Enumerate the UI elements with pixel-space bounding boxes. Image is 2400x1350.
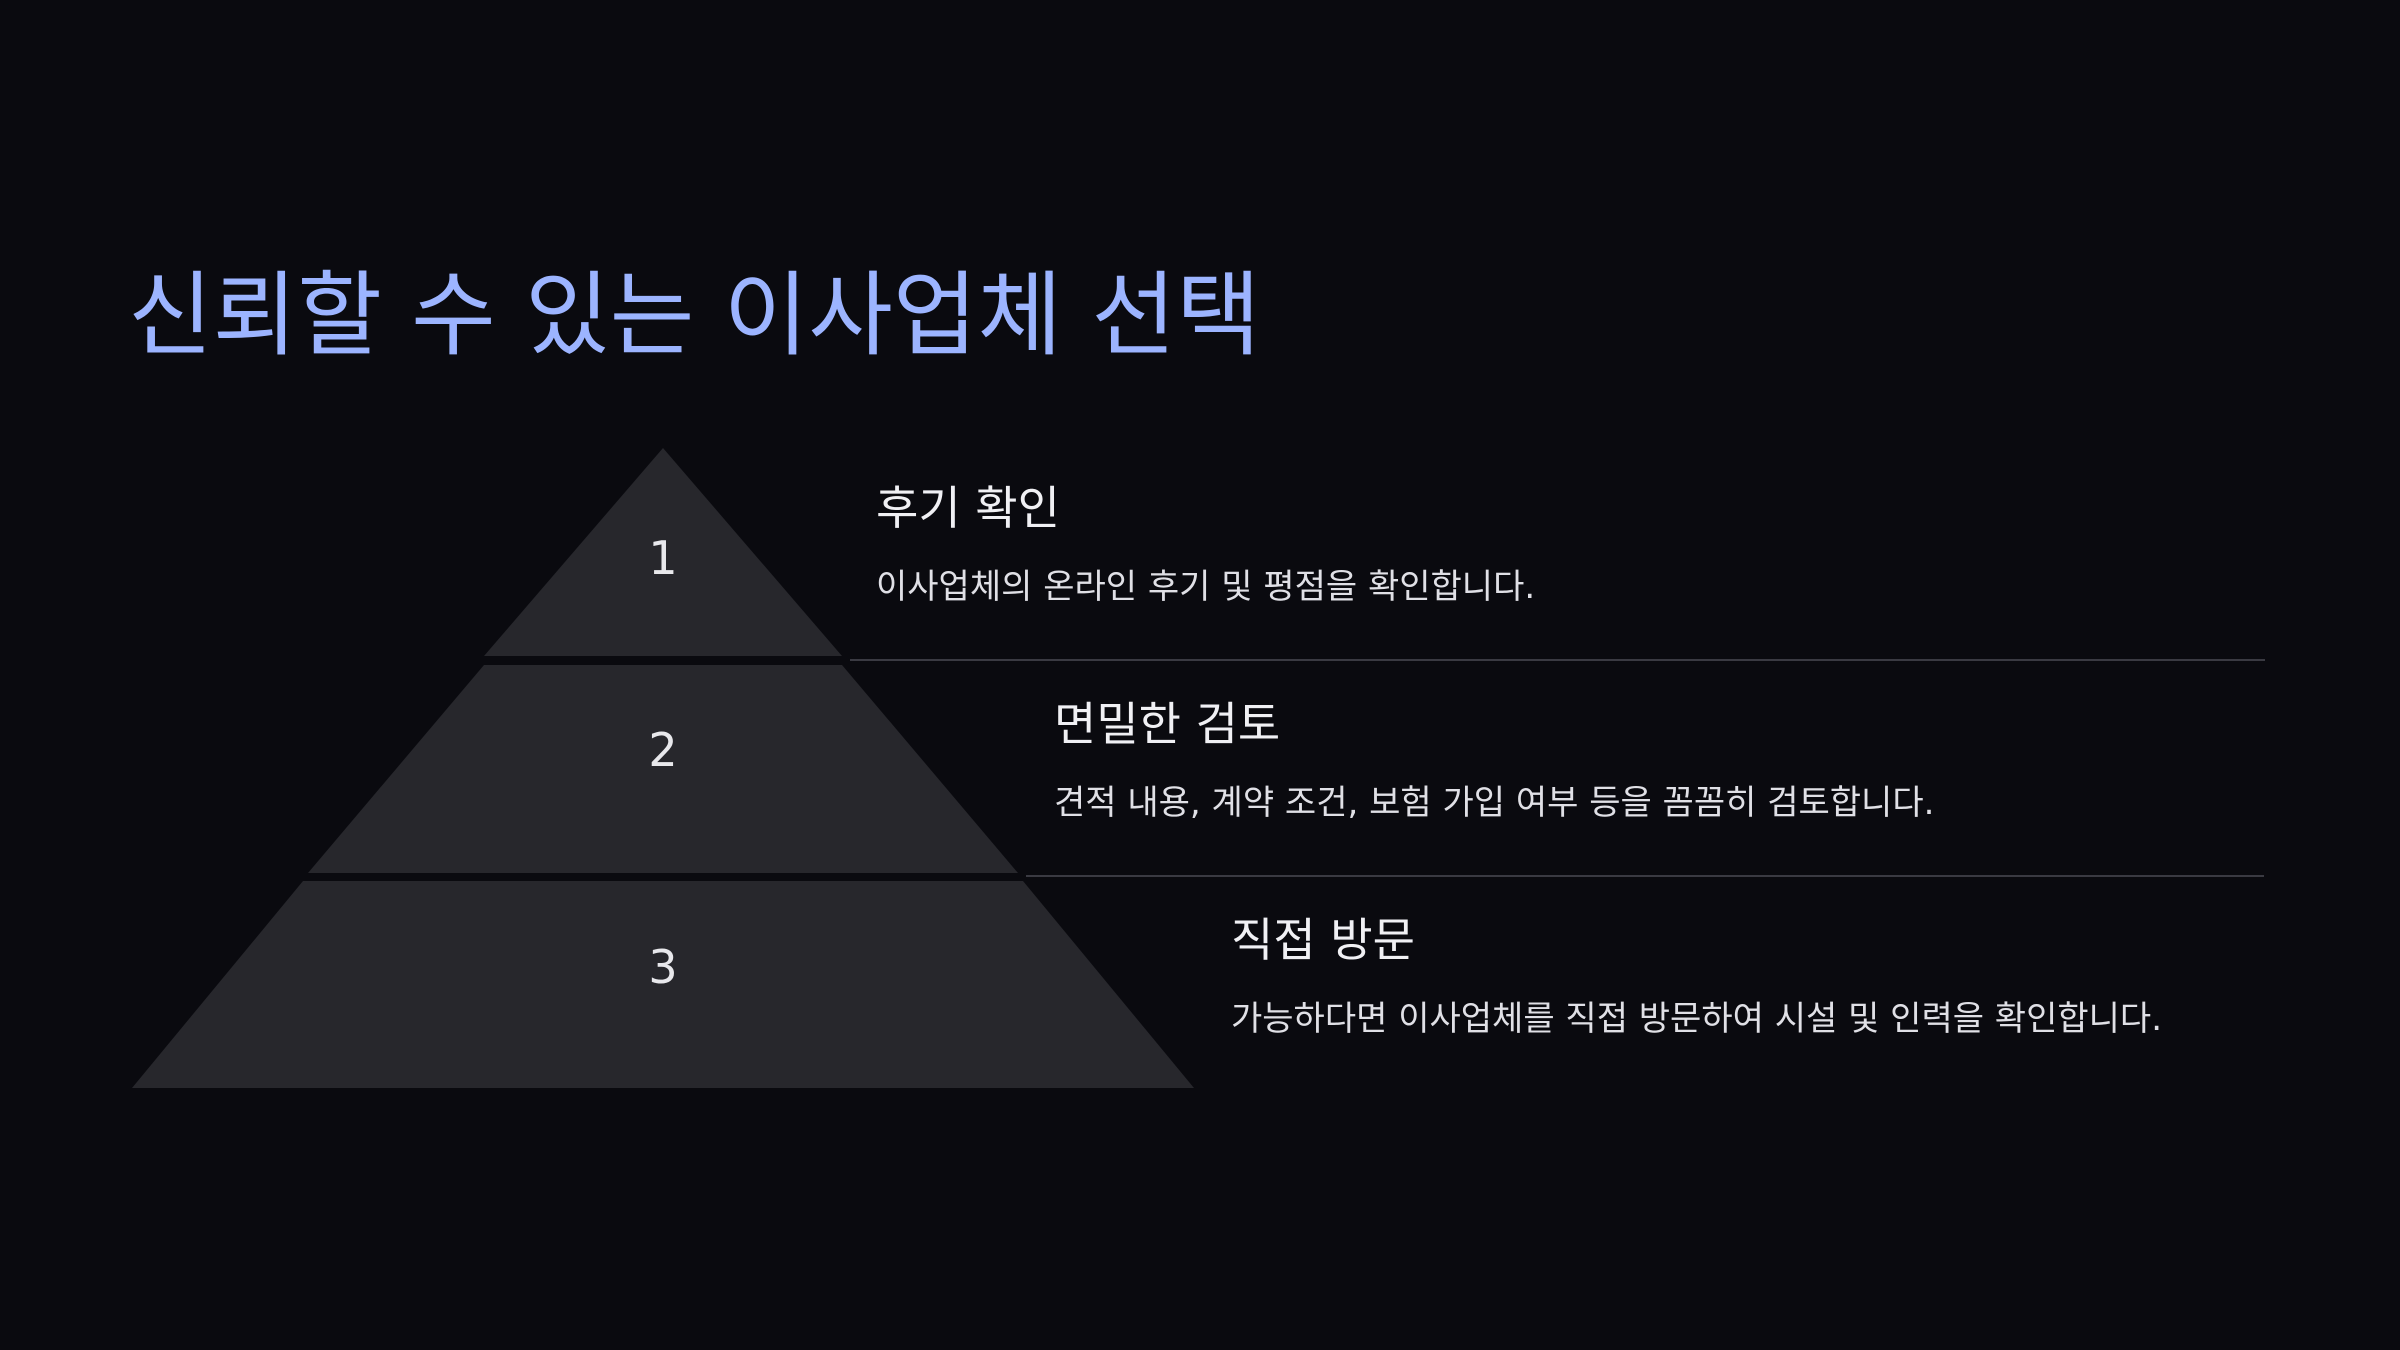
level-number-1: 1 — [648, 531, 677, 585]
level-number-3: 3 — [648, 940, 677, 994]
slide-title: 신뢰할 수 있는 이사업체 선택 — [128, 262, 1261, 369]
pyramid-level-2 — [308, 665, 1018, 873]
level-3-heading: 직접 방문 — [1231, 913, 1415, 967]
level-2-heading: 면밀한 검토 — [1054, 697, 1281, 751]
pyramid-level-3 — [132, 881, 1194, 1088]
pyramid-level-1 — [484, 448, 842, 656]
level-1-content: 후기 확인 이사업체의 온라인 후기 및 평점을 확인합니다. — [876, 478, 1535, 610]
level-2-content: 면밀한 검토 견적 내용, 계약 조건, 보험 가입 여부 등을 꼼꼼히 검토합… — [1054, 694, 1934, 826]
level-1-heading: 후기 확인 — [876, 481, 1060, 535]
divider-2 — [1026, 875, 2264, 877]
level-1-description: 이사업체의 온라인 후기 및 평점을 확인합니다. — [876, 567, 1536, 607]
level-2-description: 견적 내용, 계약 조건, 보험 가입 여부 등을 꼼꼼히 검토합니다. — [1054, 783, 1935, 823]
divider-1 — [850, 659, 2265, 661]
level-3-content: 직접 방문 가능하다면 이사업체를 직접 방문하여 시설 및 인력을 확인합니다… — [1231, 910, 2162, 1042]
level-3-description: 가능하다면 이사업체를 직접 방문하여 시설 및 인력을 확인합니다. — [1231, 999, 2163, 1039]
level-number-2: 2 — [648, 723, 677, 777]
